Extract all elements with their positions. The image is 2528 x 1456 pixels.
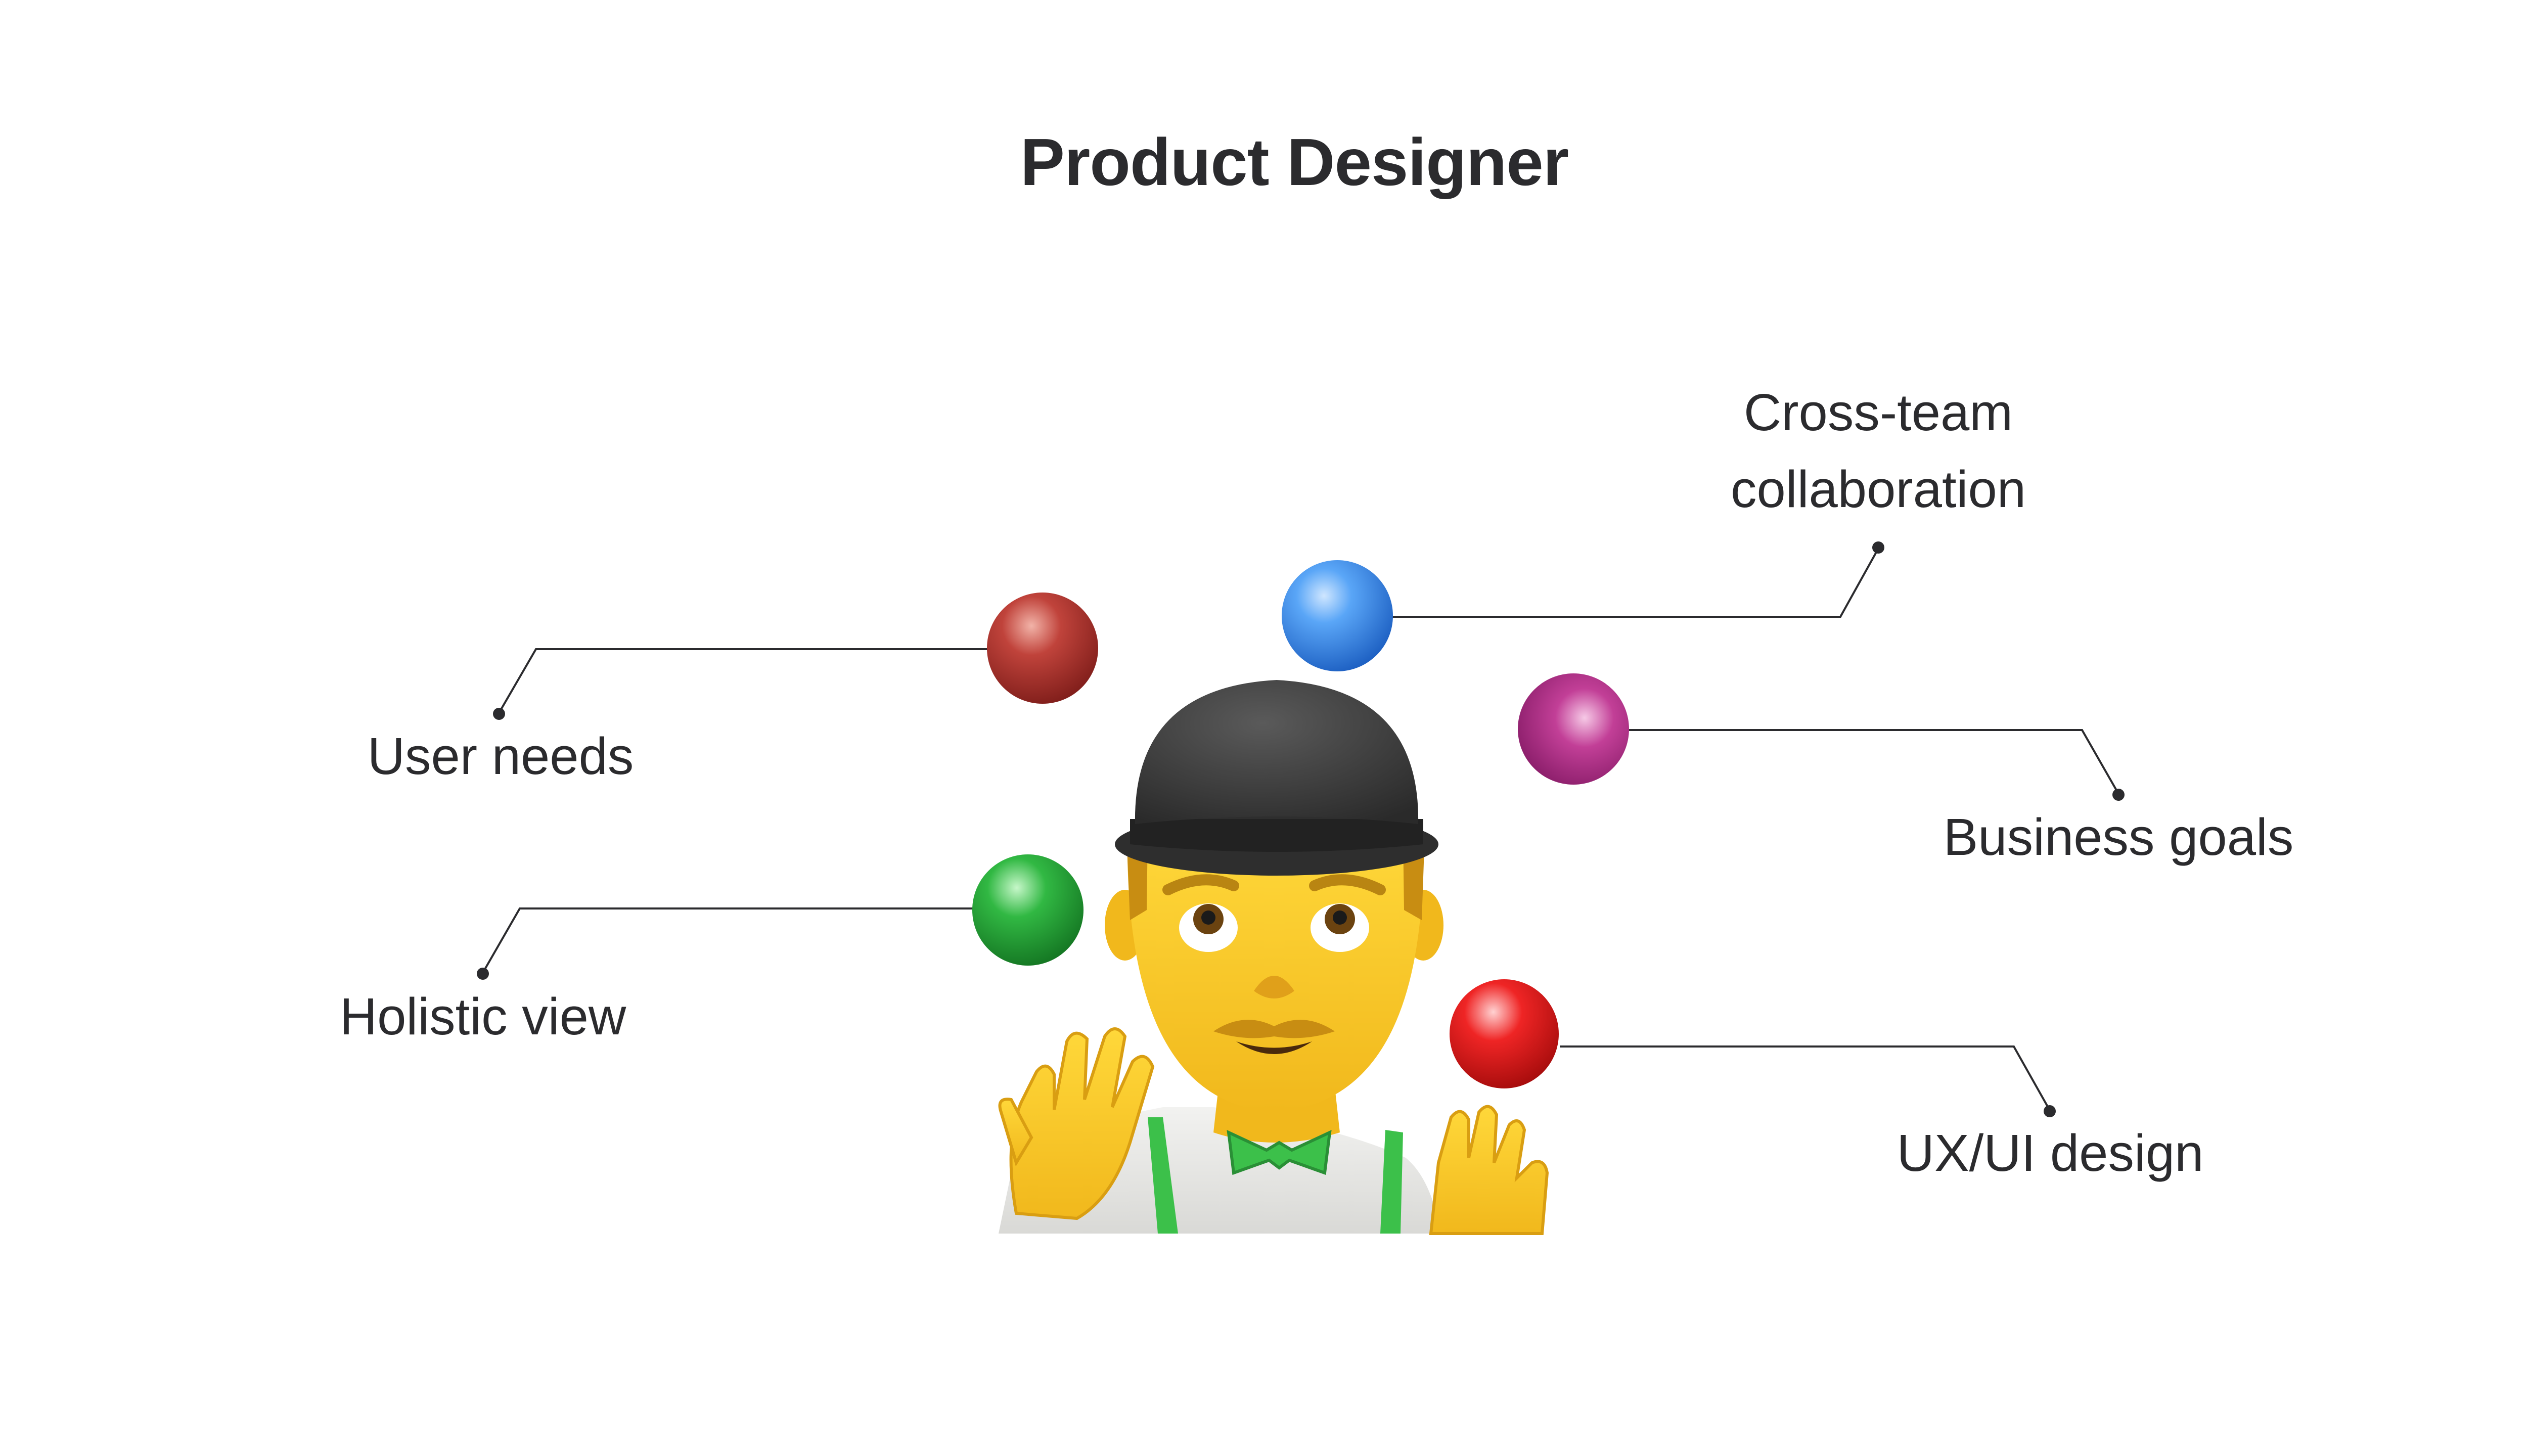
connector-user-needs — [498, 648, 988, 714]
label-holistic-view: Holistic view — [339, 987, 626, 1045]
hat-band — [1130, 819, 1423, 852]
nose — [1254, 976, 1294, 998]
hand-left — [998, 1027, 1155, 1220]
label-cross-team-line1: Cross-team — [1743, 383, 2013, 441]
endpoint-dot-business-goals — [2112, 789, 2125, 801]
label-cross-team-collaboration: Cross-team collaboration — [1668, 374, 2088, 528]
mustache — [1213, 1020, 1335, 1038]
mouth — [1236, 1041, 1312, 1054]
connector-cross-team — [1388, 548, 1879, 618]
green-ball-icon — [972, 854, 1084, 966]
label-cross-team-line2: collaboration — [1730, 460, 2026, 518]
label-ux-ui-design: UX/UI design — [1897, 1124, 2204, 1182]
suspender-right — [1380, 1130, 1403, 1234]
hand-right — [1429, 1105, 1549, 1235]
connector-lines — [482, 548, 2119, 1111]
head — [1127, 829, 1423, 1112]
suspender-left — [1148, 1117, 1178, 1234]
dark-red-ball-icon — [987, 593, 1098, 704]
connector-ux-ui-design — [1560, 1045, 2051, 1111]
balls — [972, 560, 1629, 1088]
endpoint-dot-user-needs — [493, 708, 505, 720]
connector-business-goals — [1618, 729, 2119, 794]
eyebrow-right — [1309, 874, 1386, 895]
blue-ball-icon — [1282, 560, 1393, 671]
connector-endpoints — [477, 541, 2125, 1117]
man-juggling-icon — [998, 680, 1549, 1235]
endpoint-dot-ux-ui-design — [2044, 1105, 2056, 1117]
label-business-goals: Business goals — [1943, 808, 2294, 866]
eyebrow-left — [1162, 874, 1239, 895]
hat-crown — [1135, 680, 1419, 824]
endpoint-dot-holistic-view — [477, 968, 489, 980]
label-user-needs: User needs — [367, 727, 634, 785]
page-title: Product Designer — [1020, 125, 1569, 199]
connector-holistic-view — [482, 907, 976, 973]
bow-tie — [1227, 1129, 1332, 1175]
red-ball-icon — [1450, 979, 1559, 1088]
endpoint-dot-cross-team — [1872, 541, 1884, 554]
magenta-ball-icon — [1518, 673, 1629, 785]
